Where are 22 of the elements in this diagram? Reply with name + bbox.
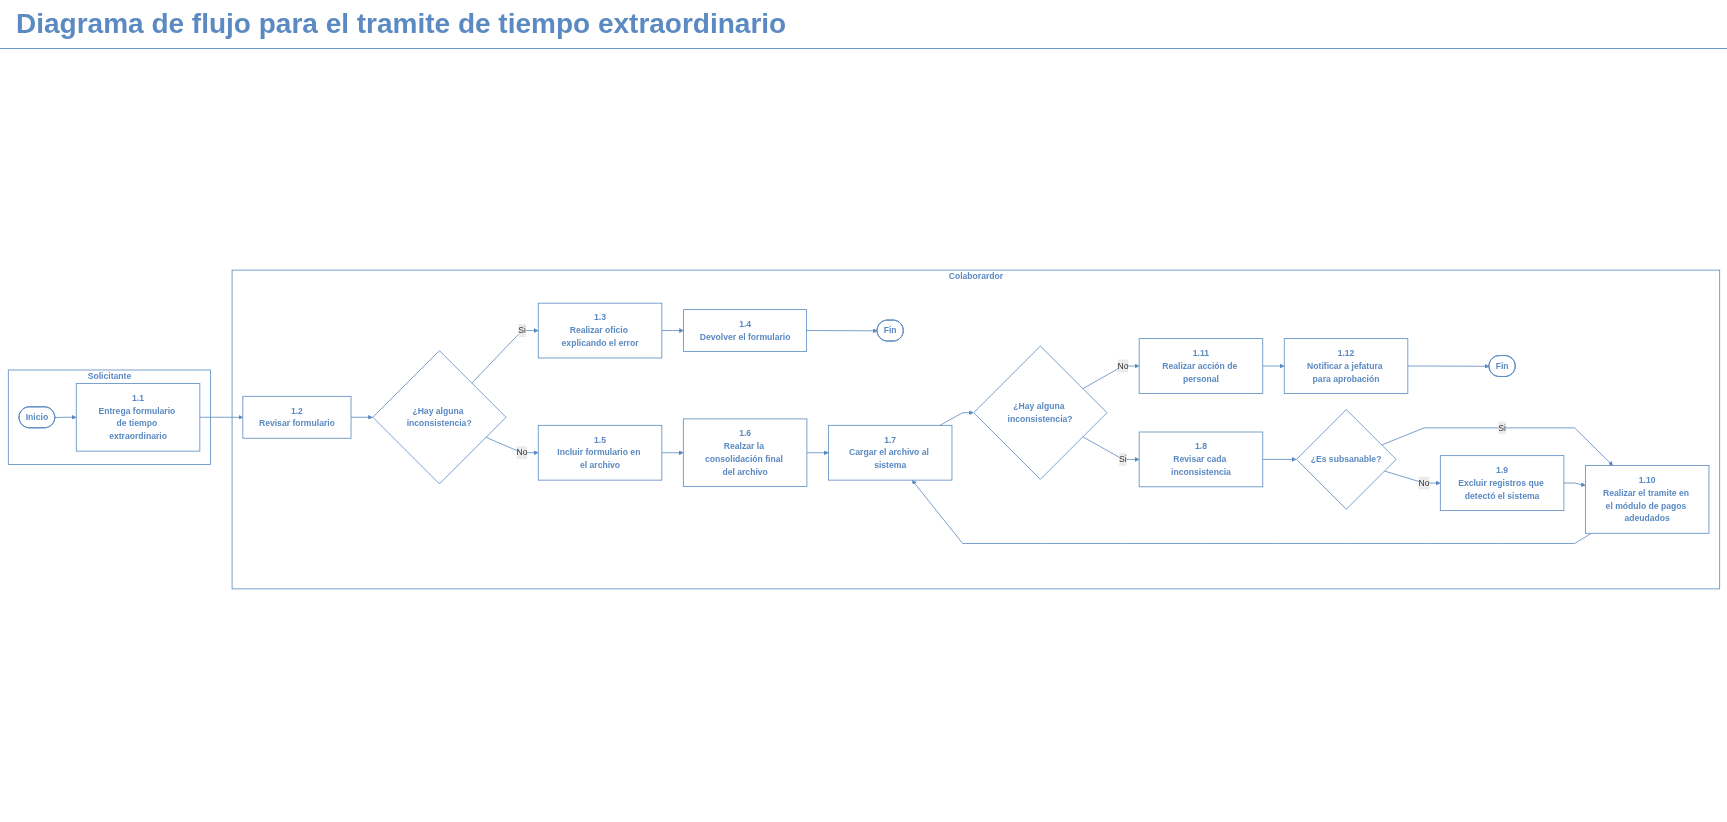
diagram-title: Diagrama de flujo para el tramite de tiempo extraordinario bbox=[0, 0, 1727, 49]
node-box: 1.8 Revisar cada inconsistencia bbox=[1138, 431, 1263, 487]
edge-label: Si bbox=[1497, 422, 1506, 432]
node-diamond: ¿Hay alguna inconsistencia? bbox=[972, 345, 1107, 480]
node-box: 1.6 Realzar la consolidación final del archivo bbox=[682, 418, 807, 487]
node-box: 1.5 Incluir formulario en el archivo bbox=[537, 424, 662, 481]
edge-label: Si bbox=[517, 325, 526, 335]
node-box: 1.10 Realizar el tramite en el módulo de pagos adeudados bbox=[1584, 464, 1709, 534]
node-diamond: ¿Hay alguna inconsistencia? bbox=[371, 349, 506, 484]
edge-label: Si bbox=[1118, 454, 1127, 464]
node-box: 1.3 Realizar oficio explicando el error bbox=[537, 302, 662, 358]
node-box: 1.12 Notificar a jefatura para aprobación bbox=[1283, 337, 1408, 394]
node-box: 1.2 Revisar formulario bbox=[241, 395, 351, 439]
node-diamond: ¿Es subsanable? bbox=[1295, 408, 1397, 510]
edge-label: No bbox=[516, 447, 528, 457]
edge-label: No bbox=[1116, 360, 1128, 370]
node-box: 1.1 Entrega formulario de tiempo extraordinario bbox=[75, 382, 200, 452]
node-box: 1.9 Excluir registros que detectó el sistema bbox=[1439, 454, 1564, 511]
edge-label: No bbox=[1418, 477, 1430, 487]
node-box: 1.4 Devolver el formulario bbox=[682, 308, 807, 352]
node-box: 1.7 Cargar el archivo al sistema bbox=[827, 424, 952, 481]
node-box: 1.11 Realizar acción de personal bbox=[1138, 337, 1263, 394]
